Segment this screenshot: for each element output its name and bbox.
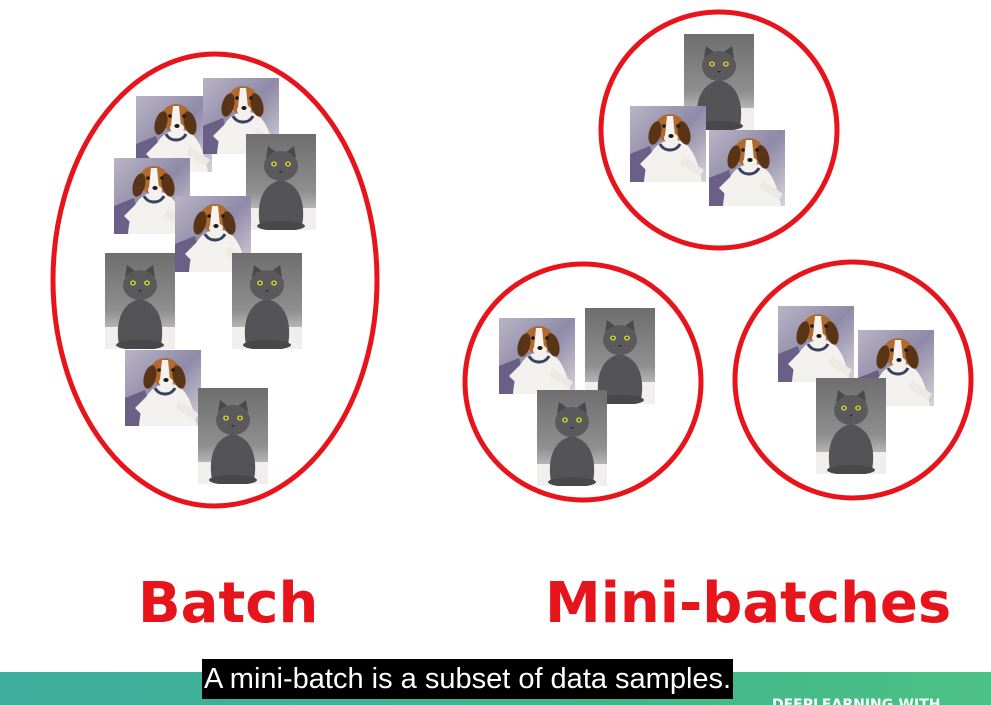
dog-image [499,318,575,394]
subtitle-caption: A mini-batch is a subset of data samples… [202,659,734,699]
mini-batch-2 [462,261,704,503]
mini-batch-outline [462,261,704,503]
cat-image [232,253,302,349]
cat-image [198,388,268,484]
cat-image [816,378,886,474]
dog-image [709,130,785,206]
cat-image [105,253,175,349]
dog-image [778,306,854,382]
footer-brand-text: DEEPLEARNING.WITH [772,697,941,705]
dog-image [125,350,201,426]
batch-outline [50,51,380,509]
cat-image [246,134,316,230]
cat-image [537,390,607,486]
batch-group [50,51,380,509]
batch-label: Batch [138,571,319,636]
mini-batch-outline [598,9,840,251]
mini-batches-label: Mini-batches [545,571,952,636]
mini-batch-outline [732,259,974,501]
mini-batch-3 [732,259,974,501]
mini-batch-1 [598,9,840,251]
dog-image [630,106,706,182]
